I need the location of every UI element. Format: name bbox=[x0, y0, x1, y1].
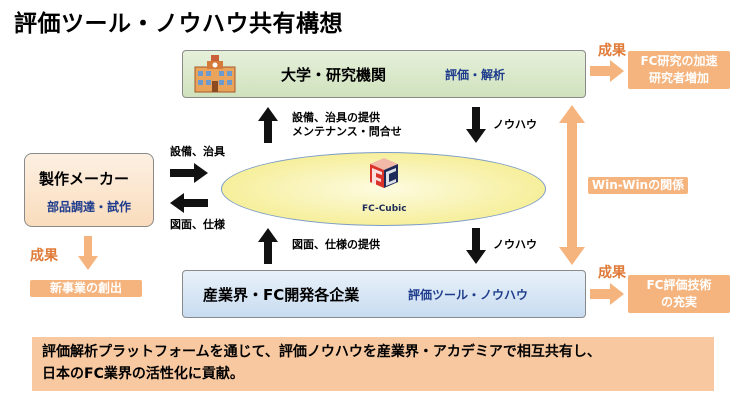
fc-cubic-label: FC-Cubic bbox=[362, 204, 407, 214]
result-ind-label: 成果 bbox=[598, 265, 626, 281]
university-box: 大学・研究機関 評価・解析 bbox=[182, 50, 586, 98]
result-univ-line2: 研究者増加 bbox=[648, 71, 709, 85]
univ-up-line2: メンテナンス・問合せ bbox=[292, 125, 402, 138]
result-univ-line1: FC研究の加速 bbox=[640, 54, 718, 68]
summary-box: 評価解析プラットフォームを通じて、評価ノウハウを産業界・アカデミアで相互共有し、… bbox=[32, 337, 714, 391]
industry-role: 評価ツール・ノウハウ bbox=[408, 288, 529, 302]
summary-line2: 日本のFC業界の活性化に貢献。 bbox=[42, 366, 244, 382]
arrow-right-icon bbox=[590, 283, 624, 305]
arrow-down-icon bbox=[466, 228, 486, 264]
industry-label: 産業界・FC開発各企業 bbox=[203, 286, 360, 304]
result-maker-box: 新事業の創出 bbox=[30, 280, 142, 297]
maker-box: 製作メーカー 部品調達・試作 bbox=[24, 153, 154, 227]
arrow-up-icon bbox=[258, 228, 278, 264]
winwin-label: Win-Winの関係 bbox=[588, 177, 688, 194]
arrow-right-icon bbox=[170, 163, 208, 183]
result-ind-box: FC評価技術 の充実 bbox=[628, 275, 730, 313]
arrow-left-icon bbox=[170, 193, 208, 213]
arrow-right-icon bbox=[590, 60, 624, 82]
ind-down-text: ノウハウ bbox=[493, 238, 537, 251]
maker-out-text: 図面、仕様 bbox=[170, 218, 225, 231]
result-ind-line2: の充実 bbox=[660, 295, 697, 309]
university-role: 評価・解析 bbox=[445, 68, 506, 82]
double-arrow-vertical-icon bbox=[559, 105, 585, 265]
maker-label: 製作メーカー bbox=[39, 170, 130, 188]
school-building-icon bbox=[194, 55, 236, 93]
univ-down-text: ノウハウ bbox=[493, 118, 537, 131]
arrow-down-icon bbox=[466, 107, 486, 143]
result-maker-label: 成果 bbox=[30, 248, 58, 264]
arrow-down-icon bbox=[78, 236, 98, 270]
univ-up-text: 設備、治具の提供 メンテナンス・問合せ bbox=[292, 111, 402, 139]
page-title: 評価ツール・ノウハウ共有構想 bbox=[14, 11, 343, 37]
result-ind-line1: FC評価技術 bbox=[646, 278, 712, 292]
univ-up-line1: 設備、治具の提供 bbox=[292, 111, 380, 124]
industry-box: 産業界・FC開発各企業 評価ツール・ノウハウ bbox=[182, 270, 586, 318]
summary-line1: 評価解析プラットフォームを通じて、評価ノウハウを産業界・アカデミアで相互共有し、 bbox=[42, 344, 601, 360]
result-univ-box: FC研究の加速 研究者増加 bbox=[628, 51, 730, 89]
ind-up-text: 図面、仕様の提供 bbox=[292, 238, 380, 251]
fc-cubic-logo-icon bbox=[370, 158, 398, 188]
result-univ-label: 成果 bbox=[598, 43, 626, 59]
maker-role: 部品調達・試作 bbox=[47, 200, 132, 214]
maker-in-text: 設備、治具 bbox=[170, 145, 225, 158]
arrow-up-icon bbox=[258, 107, 278, 143]
university-label: 大学・研究機関 bbox=[281, 66, 387, 84]
